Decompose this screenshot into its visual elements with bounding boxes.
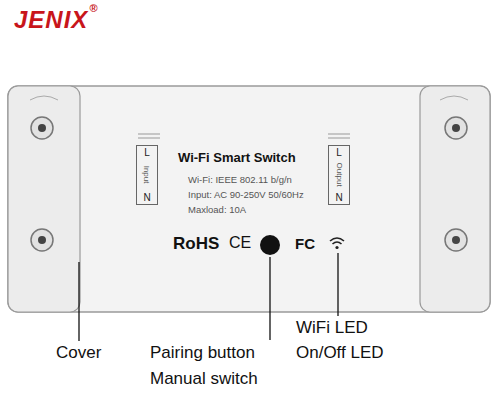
pairing-button <box>260 235 280 255</box>
terminal-letter: L <box>144 147 150 159</box>
wifi-icon-dot <box>335 246 338 249</box>
switch-body: Wi-Fi Smart SwitchWi-Fi: IEEE 802.11 b/g… <box>80 95 420 300</box>
part-label: Manual switch <box>150 369 258 389</box>
product-title: Wi-Fi Smart Switch <box>178 151 296 166</box>
part-label: WiFi LED <box>296 318 368 338</box>
spec-text: Wi-Fi: IEEE 802.11 b/g/n <box>188 175 292 186</box>
screws <box>31 117 467 251</box>
cover-notch <box>30 96 58 100</box>
terminal-letter: N <box>335 192 342 204</box>
terminal-box: L OutputN <box>328 145 350 205</box>
wifi-icon <box>330 238 344 244</box>
cover-right <box>420 86 490 312</box>
cover-left <box>8 86 80 312</box>
terminal-letter: L <box>336 147 342 159</box>
ridge-marks <box>138 134 350 138</box>
housing <box>8 86 490 312</box>
part-label: Pairing button <box>150 343 255 363</box>
terminal-letter: N <box>143 192 150 204</box>
ce-mark: CE <box>229 234 251 252</box>
spec-text: Maxload: 10A <box>188 205 246 216</box>
registered-mark: ® <box>89 2 97 15</box>
spec-text: Input: AC 90-250V 50/60Hz <box>188 190 304 201</box>
screw-holes <box>38 124 460 244</box>
terminal-caption: Output <box>334 163 343 187</box>
terminal-box: L InputN <box>136 145 158 205</box>
brand-logo: JENIX <box>14 6 88 34</box>
rohs-mark: RoHS <box>173 234 219 254</box>
part-label: Cover <box>56 343 101 363</box>
part-label: On/Off LED <box>296 343 384 363</box>
fc-mark: FC <box>295 235 315 252</box>
cover-notch <box>440 96 468 100</box>
terminal-caption: Input <box>142 166 151 184</box>
